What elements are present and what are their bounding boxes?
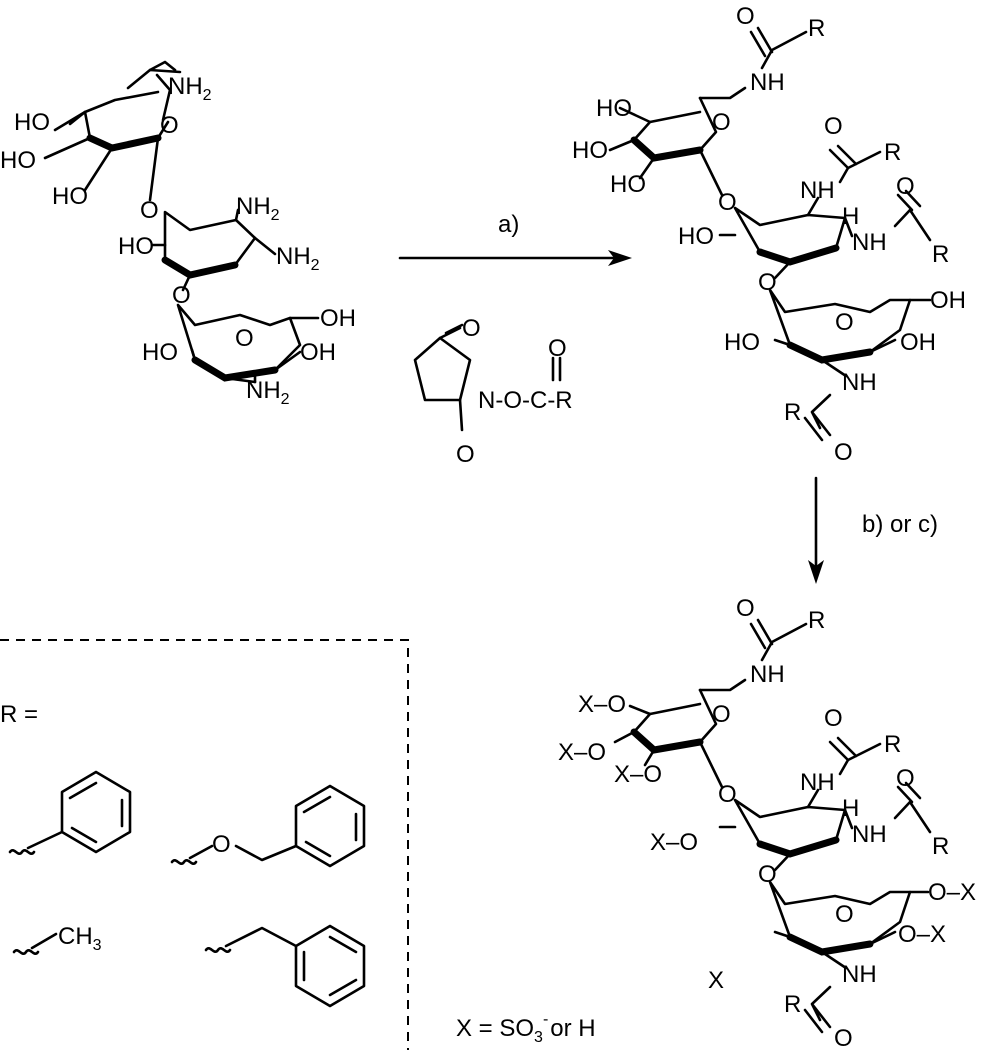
prod-r-1: R — [808, 607, 825, 634]
r-benzyl — [204, 924, 366, 1008]
step-bc-label: b) or c) — [862, 511, 938, 538]
int-ho-2: HO — [572, 137, 608, 164]
int-r-4: R — [784, 399, 801, 426]
int-r-1: R — [808, 15, 825, 42]
prod-o-ring-1: O — [712, 701, 731, 728]
sm-label-nh2-3: NH2 — [276, 243, 320, 274]
prod-o-1: O — [736, 595, 755, 622]
int-o-ring-1: O — [712, 109, 731, 136]
prod-o-4: O — [834, 1025, 853, 1050]
prod-nh-3: NH — [852, 821, 887, 848]
int-o-ring-2: O — [835, 309, 854, 336]
sm-label-o-ring-2: O — [235, 325, 254, 352]
int-nh-3: NH — [852, 229, 887, 256]
x-definition: X = SO3-or H — [456, 1011, 596, 1046]
int-o-link-1: O — [718, 189, 737, 216]
prod-r-3: R — [932, 833, 949, 860]
r-equals-label: R = — [0, 701, 38, 728]
prod-nh-1: NH — [750, 661, 785, 688]
int-o-2: O — [824, 113, 843, 140]
sm-label-nh2-top: NH2 — [168, 73, 212, 104]
ch3-label: CH3 — [58, 923, 102, 954]
int-ho-3: HO — [610, 171, 646, 198]
step-a-label: a) — [498, 211, 519, 238]
product-sulfated: O R NH X–O O X–O X–O O O R NH H O X–O NH… — [558, 595, 976, 1050]
starting-material: NH2 HO O HO HO O NH2 HO NH2 O O OH HO OH… — [0, 60, 356, 408]
intermediate-amide: O R NH HO O HO HO O O R NH H O HO NH R O… — [572, 3, 966, 466]
int-r-3: R — [932, 241, 949, 268]
nhs-o-carbonyl: O — [548, 335, 567, 362]
int-ho-5: HO — [724, 329, 760, 356]
r-benzyloxy: O — [170, 784, 366, 868]
nhs-ester-reagent: O O N-O-C-R O — [413, 315, 573, 468]
int-r-2: R — [884, 139, 901, 166]
prod-o-ring-2: O — [835, 901, 854, 928]
nhs-o-top: O — [462, 315, 481, 342]
int-oh-1: OH — [930, 287, 966, 314]
nhs-chain-text: N-O-C-R — [478, 387, 573, 414]
sm-label-ho-5: HO — [142, 339, 178, 366]
prod-h: H — [842, 795, 859, 822]
sm-label-o-ring-1: O — [160, 112, 179, 139]
prod-ox-2: O–X — [898, 921, 946, 948]
int-h: H — [842, 203, 859, 230]
prod-xo-2: X–O — [558, 739, 606, 766]
prod-nh-4: NH — [842, 961, 877, 988]
reaction-arrow-a: a) — [398, 211, 632, 266]
sm-label-nh2-4: NH2 — [246, 377, 290, 408]
sm-label-ho-1: HO — [14, 109, 50, 136]
sm-label-nh2-2: NH2 — [236, 193, 280, 224]
r-phenyl — [8, 770, 132, 855]
int-o-4: O — [834, 439, 853, 466]
prod-xo-1: X–O — [578, 691, 626, 718]
sm-label-o-link-1: O — [140, 197, 159, 224]
sm-label-ho-3: HO — [52, 183, 88, 210]
sm-label-o-link-2: O — [172, 282, 191, 309]
int-nh-1: NH — [750, 69, 785, 96]
reaction-arrow-bc: b) or c) — [808, 476, 938, 584]
sm-label-ho-4: HO — [118, 233, 154, 260]
int-nh-2: NH — [800, 177, 835, 204]
prod-r-4: R — [784, 991, 801, 1018]
prod-xo-4: X–O — [650, 829, 698, 856]
prod-ox-1: O–X — [928, 879, 976, 906]
prod-o-link-2: O — [758, 861, 777, 888]
prod-r-2: R — [884, 731, 901, 758]
prod-xo-3: X–O — [614, 761, 662, 788]
prod-x-left: X — [708, 967, 724, 994]
int-o-1: O — [736, 3, 755, 30]
int-o-link-2: O — [758, 269, 777, 296]
sm-label-ho-2: HO — [0, 147, 36, 174]
int-ho-4: HO — [678, 223, 714, 250]
prod-o-3: O — [896, 765, 915, 792]
int-oh-2: OH — [900, 329, 936, 356]
int-o-3: O — [896, 173, 915, 200]
r-group-legend: R = O CH3 — [0, 639, 409, 1050]
prod-nh-2: NH — [800, 769, 835, 796]
benzyloxy-o-label: O — [212, 831, 231, 858]
nhs-o-bottom: O — [456, 441, 475, 468]
int-ho-1: HO — [596, 95, 632, 122]
prod-o-2: O — [824, 705, 843, 732]
r-methyl: CH3 — [12, 923, 102, 955]
sm-label-oh-1: OH — [320, 305, 356, 332]
x-definition-text: X = SO3-or H — [456, 1011, 596, 1046]
sm-label-oh-2: OH — [300, 339, 336, 366]
int-nh-4: NH — [842, 369, 877, 396]
prod-o-link-1: O — [718, 781, 737, 808]
